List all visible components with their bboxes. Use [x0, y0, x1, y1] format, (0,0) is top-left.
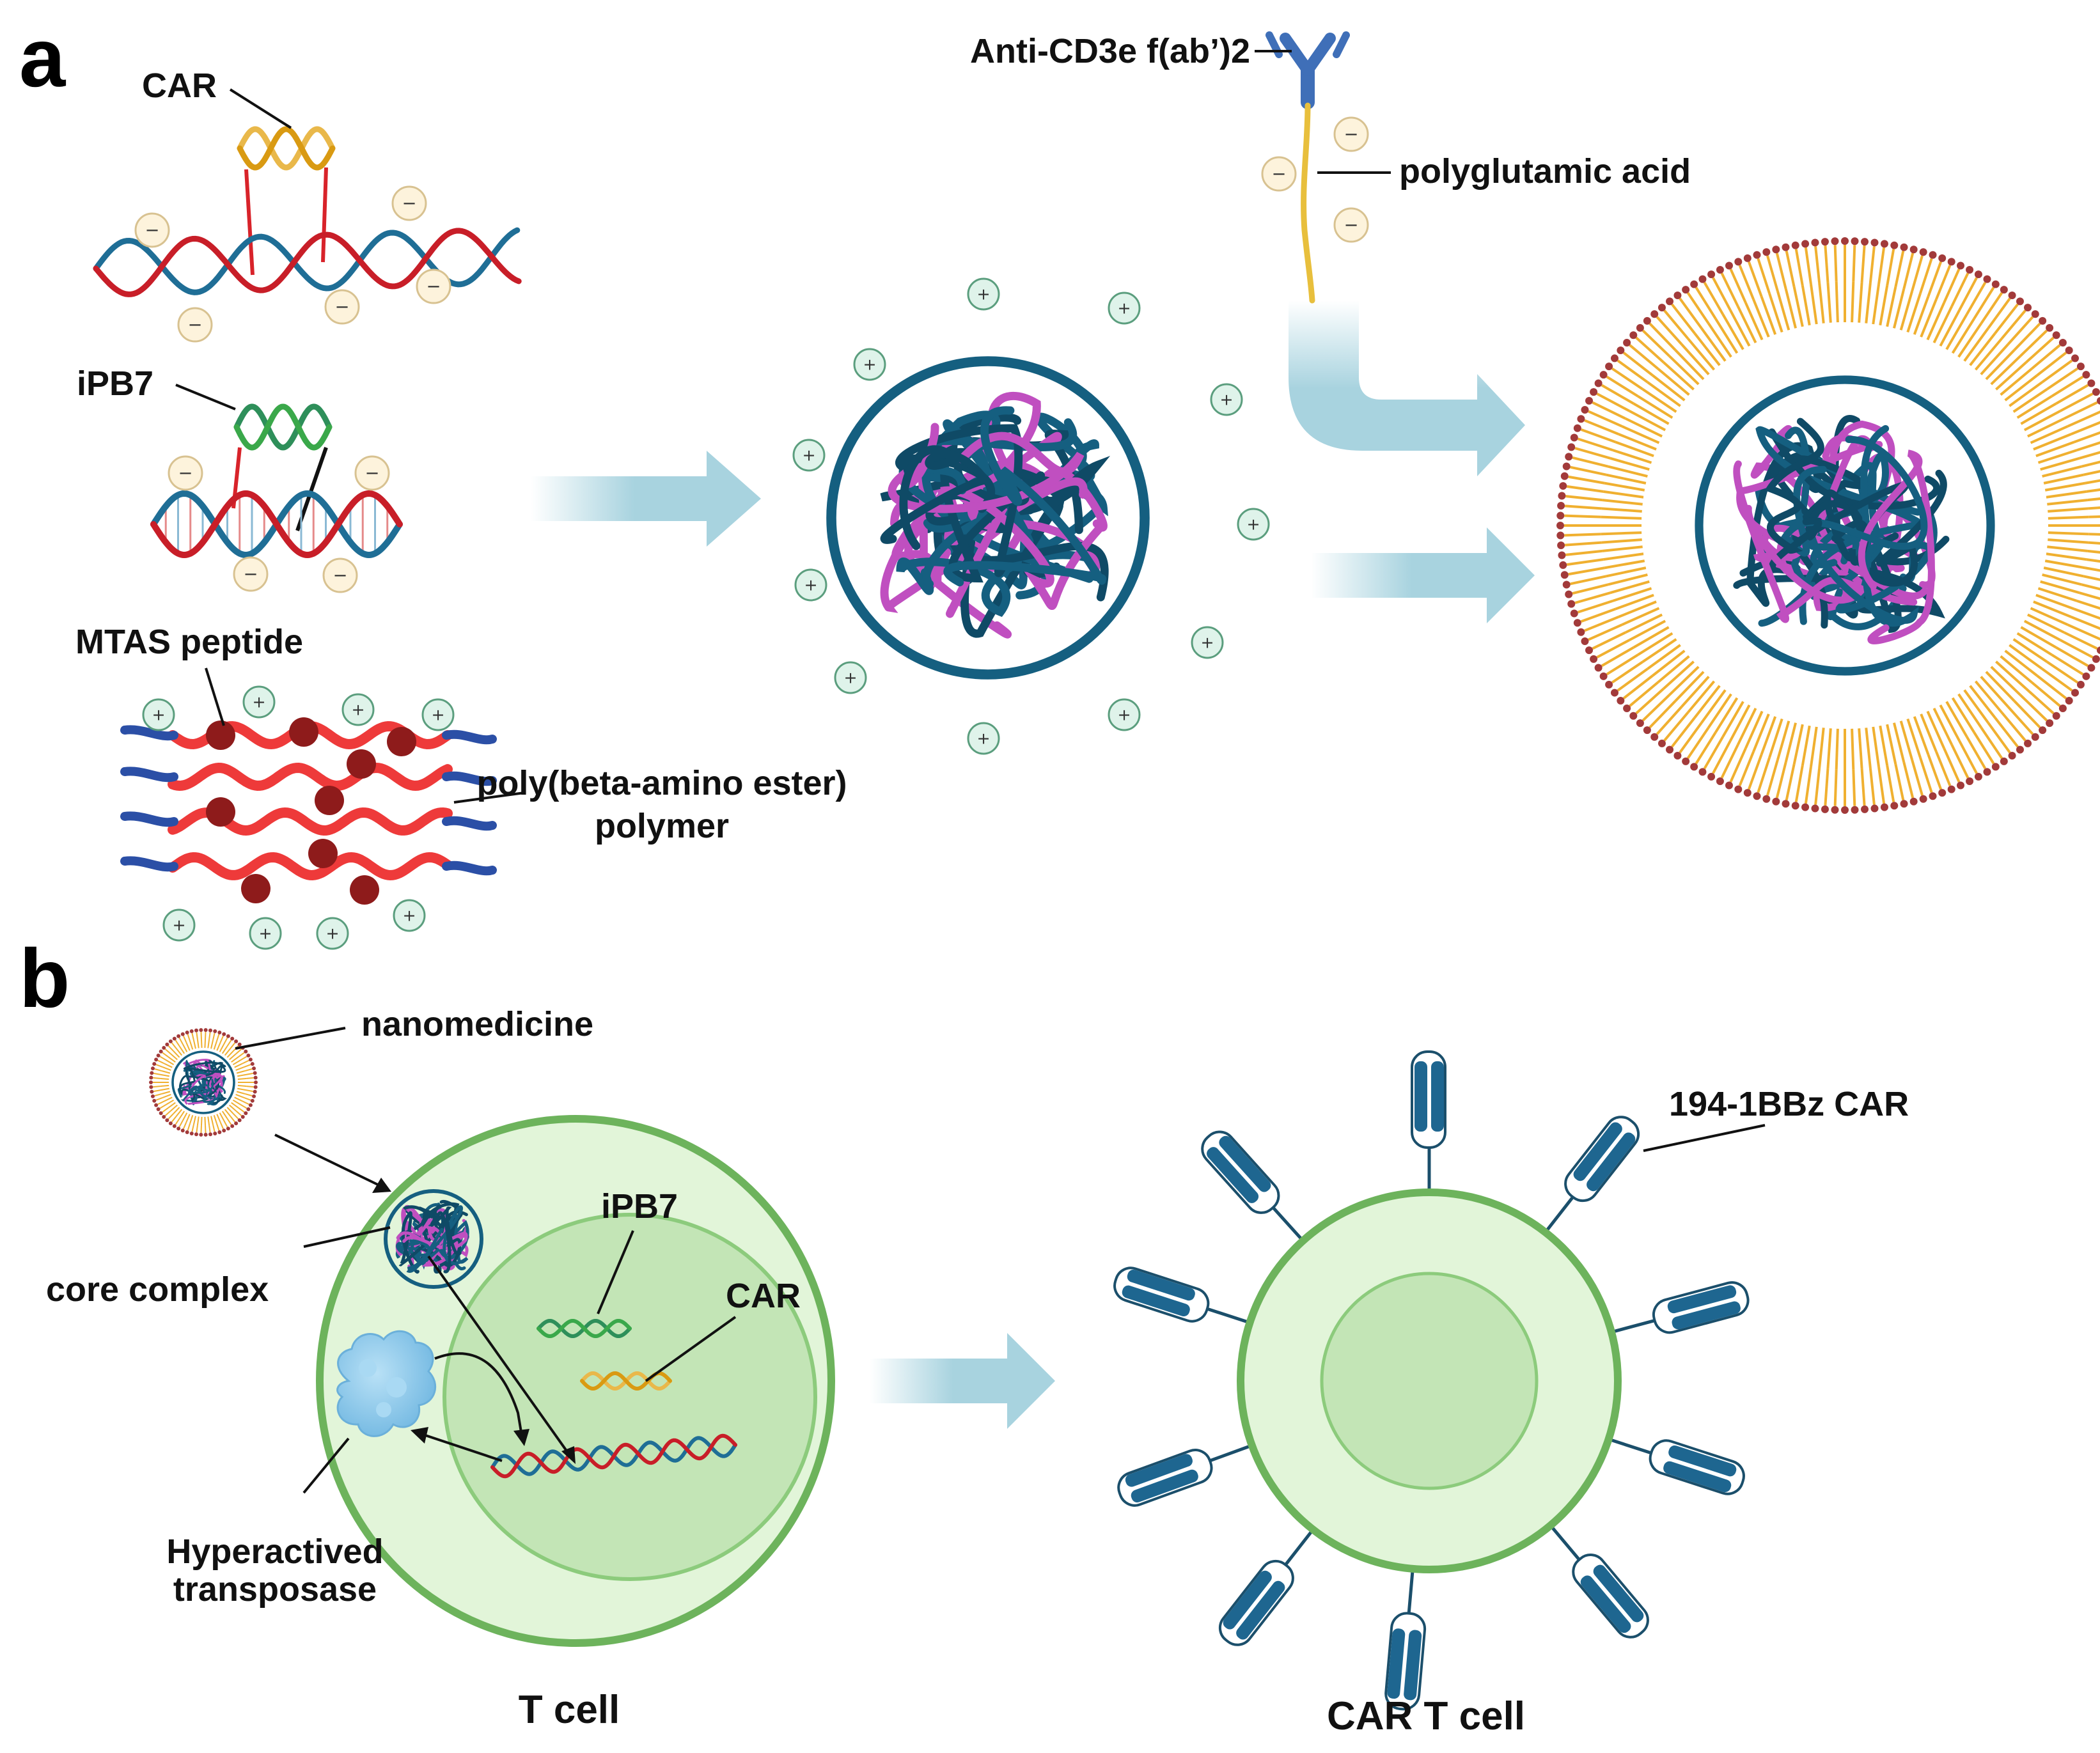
pbae-label-leader	[453, 791, 525, 804]
svg-text:−: −	[402, 194, 417, 214]
core-complex-label-leader	[303, 1226, 391, 1248]
svg-text:+: +	[402, 906, 416, 924]
transposase-label-line2: transposase	[173, 1570, 377, 1609]
svg-text:+: +	[152, 705, 165, 724]
core-complex-label: core complex	[46, 1270, 269, 1309]
arrow-coating	[1311, 527, 1535, 623]
pbae-label-line1: poly(beta-amino ester)	[476, 764, 847, 802]
car-receptor-label-leader	[1643, 1124, 1766, 1152]
t-cell-label: T cell	[519, 1688, 620, 1732]
gene-delivery-arrow	[434, 1352, 522, 1433]
nuclear-entry-arrow	[427, 1255, 570, 1456]
mtas-label-leader	[205, 667, 225, 726]
svg-text:−: −	[333, 566, 348, 586]
hyperactive-transposase	[336, 1330, 437, 1437]
svg-text:−: −	[427, 277, 441, 297]
ipb7-label-leader	[175, 384, 236, 410]
svg-text:+: +	[1117, 299, 1131, 317]
car-cell-leader	[645, 1316, 737, 1382]
uptake-arrow	[274, 1134, 381, 1187]
svg-text:−: −	[365, 464, 380, 483]
arrow-transformation	[870, 1333, 1055, 1429]
car-plasmid	[93, 126, 522, 297]
core-complex-nanoparticle	[826, 356, 1150, 680]
svg-text:+: +	[351, 700, 364, 719]
arrow-assembly	[531, 451, 761, 547]
ipb7-label: iPB7	[77, 364, 153, 403]
genomic-dna	[490, 1433, 737, 1479]
ipb7-plasmid-backbone	[150, 490, 403, 559]
car-t-cell-label: CAR T cell	[1327, 1694, 1525, 1738]
charge-symbols: − − − − − − − − − − − − + + + + + + + + + + + + + + + + + + +	[134, 116, 1369, 950]
nanomedicine-particle	[1556, 237, 2100, 814]
svg-text:+: +	[258, 924, 272, 942]
core-complex-in-cell	[384, 1189, 483, 1289]
nanomedicine-core	[1695, 375, 1995, 676]
svg-text:+: +	[843, 668, 857, 687]
svg-text:+: +	[172, 915, 185, 934]
lipid-shell	[1556, 237, 2100, 814]
ipb7-plasmid	[150, 403, 403, 559]
car-receptors	[1113, 1050, 1750, 1711]
svg-text:−: −	[178, 464, 193, 483]
pbae-polymer	[120, 717, 497, 905]
transposase-label-line1: Hyperactived	[166, 1532, 383, 1571]
car-receptor-label: 194-1BBz CAR	[1669, 1085, 1909, 1123]
ipb7-cell-leader	[597, 1230, 634, 1314]
svg-text:+: +	[1200, 633, 1214, 651]
svg-text:+: +	[325, 924, 339, 942]
pbae-label-line2: polymer	[595, 807, 729, 845]
car-cell-label: CAR	[726, 1277, 801, 1315]
transposase-expression-arrow	[425, 1434, 503, 1462]
nanomedicine-label: nanomedicine	[361, 1005, 593, 1043]
svg-text:+: +	[804, 575, 817, 594]
svg-text:−: −	[244, 565, 258, 584]
svg-text:+: +	[802, 446, 815, 464]
svg-text:+: +	[976, 729, 990, 747]
car-label-leader	[229, 88, 292, 129]
mtas-peptide-label: MTAS peptide	[75, 623, 303, 661]
car-label: CAR	[142, 66, 217, 105]
svg-text:−: −	[145, 221, 160, 240]
pga-label: polyglutamic acid	[1399, 152, 1691, 191]
svg-text:+: +	[976, 284, 990, 303]
nanomedicine-small	[149, 1028, 258, 1137]
svg-text:−: −	[335, 297, 350, 317]
svg-text:+: +	[863, 355, 876, 373]
antibody-label: Anti-CD3e f(ab’)2	[970, 32, 1250, 70]
car-t-cell	[1113, 1050, 1750, 1711]
svg-text:+: +	[1117, 705, 1131, 724]
svg-text:−: −	[1272, 164, 1287, 184]
ipb7-in-nucleus	[537, 1319, 632, 1338]
svg-text:−: −	[1344, 125, 1359, 144]
panel-b-letter: b	[19, 931, 70, 1025]
ipb7-cell-label: iPB7	[601, 1187, 678, 1226]
ipb7-gene-fragment	[233, 403, 333, 451]
svg-text:−: −	[188, 315, 203, 335]
nanomedicine-label-leader	[235, 1027, 346, 1050]
svg-text:+: +	[252, 692, 265, 711]
transposase-label-leader	[302, 1437, 350, 1494]
car-gene-fragment	[237, 126, 336, 171]
arrow-coating-bent	[1289, 300, 1525, 476]
anti-cd3e-antibody	[1265, 31, 1350, 109]
svg-text:+: +	[1219, 390, 1233, 409]
polyglutamic-acid-chain	[1301, 102, 1315, 304]
svg-text:+: +	[431, 705, 444, 724]
svg-text:−: −	[1344, 215, 1359, 235]
svg-text:+: +	[1246, 515, 1260, 533]
panel-a-letter: a	[19, 11, 67, 104]
